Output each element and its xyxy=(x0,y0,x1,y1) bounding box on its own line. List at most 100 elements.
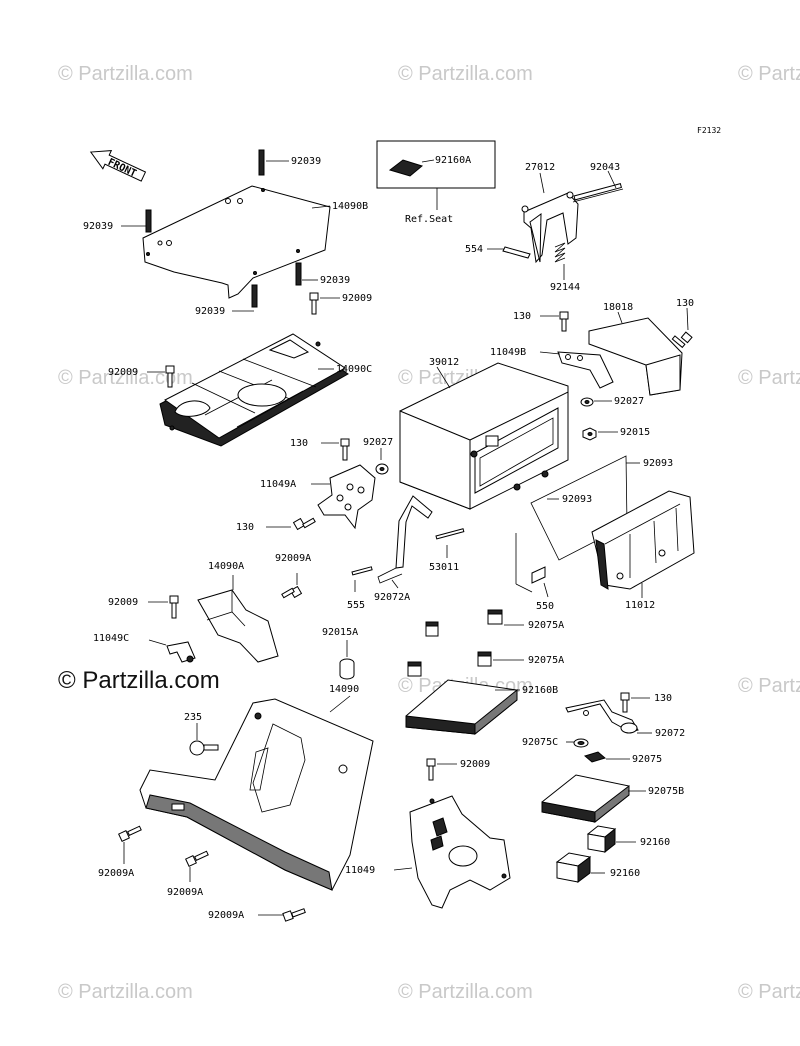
label-130-b: 130 xyxy=(676,298,694,309)
nut-92027-a xyxy=(580,397,594,407)
label-130-a: 130 xyxy=(513,311,531,322)
label-92075C: 92075C xyxy=(522,737,558,748)
bolt-130-right xyxy=(671,331,693,349)
ref-seat-box: 92160A Ref.Seat xyxy=(376,140,496,225)
watermark-8: © Partzilla.com xyxy=(738,675,800,697)
rod-53011 xyxy=(435,528,465,540)
label-92009A-c: 92009A xyxy=(167,887,203,898)
bolt-92009A-c xyxy=(185,850,209,867)
bolt-130-c xyxy=(340,438,350,461)
label-92072A: 92072A xyxy=(374,592,410,603)
pad-92075 xyxy=(583,751,607,763)
label-92009A-a: 92009A xyxy=(275,553,311,564)
label-550: 550 xyxy=(536,601,554,612)
bolt-235 xyxy=(189,740,219,756)
bolt-92009-b xyxy=(169,595,179,619)
bolt-130-d xyxy=(292,517,316,531)
part-92072 xyxy=(565,699,639,734)
label-92039-top: 92039 xyxy=(291,156,321,167)
label-11012: 11012 xyxy=(625,600,655,611)
part-11049B xyxy=(557,351,614,389)
label-92015: 92015 xyxy=(620,427,650,438)
label-92160-a: 92160 xyxy=(640,837,670,848)
label-14090C: 14090C xyxy=(336,364,372,375)
label-92160-b: 92160 xyxy=(610,868,640,879)
bolt-92009-c xyxy=(426,758,436,781)
front-label: FRONT xyxy=(106,157,138,180)
pad-92075A-3 xyxy=(407,661,422,677)
part-14090B xyxy=(142,185,331,299)
label-92043: 92043 xyxy=(590,162,620,173)
label-92072: 92072 xyxy=(655,728,685,739)
label-92075A-a: 92075A xyxy=(528,620,564,631)
watermark-prominent: © Partzilla.com xyxy=(58,667,220,694)
pad-92160-2 xyxy=(555,852,592,883)
watermark-4: © Partzilla.com xyxy=(58,367,193,389)
part-14090A xyxy=(197,589,279,663)
label-235: 235 xyxy=(184,712,202,723)
washer-92075C xyxy=(573,738,589,748)
label-11049: 11049 xyxy=(345,865,375,876)
label-92009-left: 92009 xyxy=(108,367,138,378)
label-11049A: 11049A xyxy=(260,479,296,490)
diagram-code: F2132 xyxy=(697,126,721,135)
part-27012 xyxy=(521,182,624,264)
nut-92027-b xyxy=(375,463,389,475)
label-92015A: 92015A xyxy=(322,627,358,638)
watermark-10: © Partzilla.com xyxy=(398,981,533,1003)
label-130-e: 130 xyxy=(654,693,672,704)
label-92009-c: 92009 xyxy=(460,759,490,770)
bolt-92009 xyxy=(309,292,319,315)
bolt-92009A-d xyxy=(282,908,306,922)
pad-92160-1 xyxy=(586,825,617,854)
label-92027-a: 92027 xyxy=(614,396,644,407)
label-14090: 14090 xyxy=(329,684,359,695)
label-92093-b: 92093 xyxy=(562,494,592,505)
spring-92144 xyxy=(554,242,566,263)
label-14090B: 14090B xyxy=(332,201,368,212)
label-11049C: 11049C xyxy=(93,633,129,644)
label-130-c: 130 xyxy=(290,438,308,449)
pad-92075A-4 xyxy=(477,651,492,667)
pad-92075B xyxy=(541,774,630,824)
label-92039-bot: 92039 xyxy=(195,306,225,317)
nut-92015 xyxy=(582,427,597,441)
part-14090C xyxy=(159,333,349,447)
bolt-130-e xyxy=(620,692,630,713)
label-92160B: 92160B xyxy=(522,685,558,696)
watermark-2: © Partzilla.com xyxy=(398,63,533,85)
bolt-92009A-b xyxy=(118,825,142,842)
label-92039-left: 92039 xyxy=(83,221,113,232)
label-92009-a: 92009 xyxy=(342,293,372,304)
label-39012: 39012 xyxy=(429,357,459,368)
pad-92160B xyxy=(405,679,518,736)
label-92093-a: 92093 xyxy=(643,458,673,469)
label-555: 555 xyxy=(347,600,365,611)
part-18018 xyxy=(588,317,683,396)
watermark-9: © Partzilla.com xyxy=(58,981,193,1003)
label-92027-b: 92027 xyxy=(363,437,393,448)
bolt-92009-left xyxy=(165,365,175,388)
label-27012: 27012 xyxy=(525,162,555,173)
label-53011: 53011 xyxy=(429,562,459,573)
part-11049 xyxy=(409,795,511,909)
watermark-3: © Partzilla.com xyxy=(738,63,800,85)
bolt-130-b xyxy=(559,311,569,332)
watermark-1: © Partzilla.com xyxy=(58,63,193,85)
watermark-11: © Partzilla.com xyxy=(738,981,800,1003)
watermark-6: © Partzilla.com xyxy=(738,367,800,389)
label-92009A-d: 92009A xyxy=(208,910,244,921)
label-554: 554 xyxy=(465,244,483,255)
label-18018: 18018 xyxy=(603,302,633,313)
label-92075B: 92075B xyxy=(648,786,684,797)
label-92009-b: 92009 xyxy=(108,597,138,608)
pins-92039 xyxy=(145,149,302,308)
part-11049A xyxy=(317,464,376,530)
label-92039-mid: 92039 xyxy=(320,275,350,286)
label-11049B: 11049B xyxy=(490,347,526,358)
part-11049C xyxy=(166,641,196,663)
spacer-92015A xyxy=(339,658,355,680)
part-14090 xyxy=(139,698,374,891)
bolt-92009A xyxy=(281,585,303,599)
